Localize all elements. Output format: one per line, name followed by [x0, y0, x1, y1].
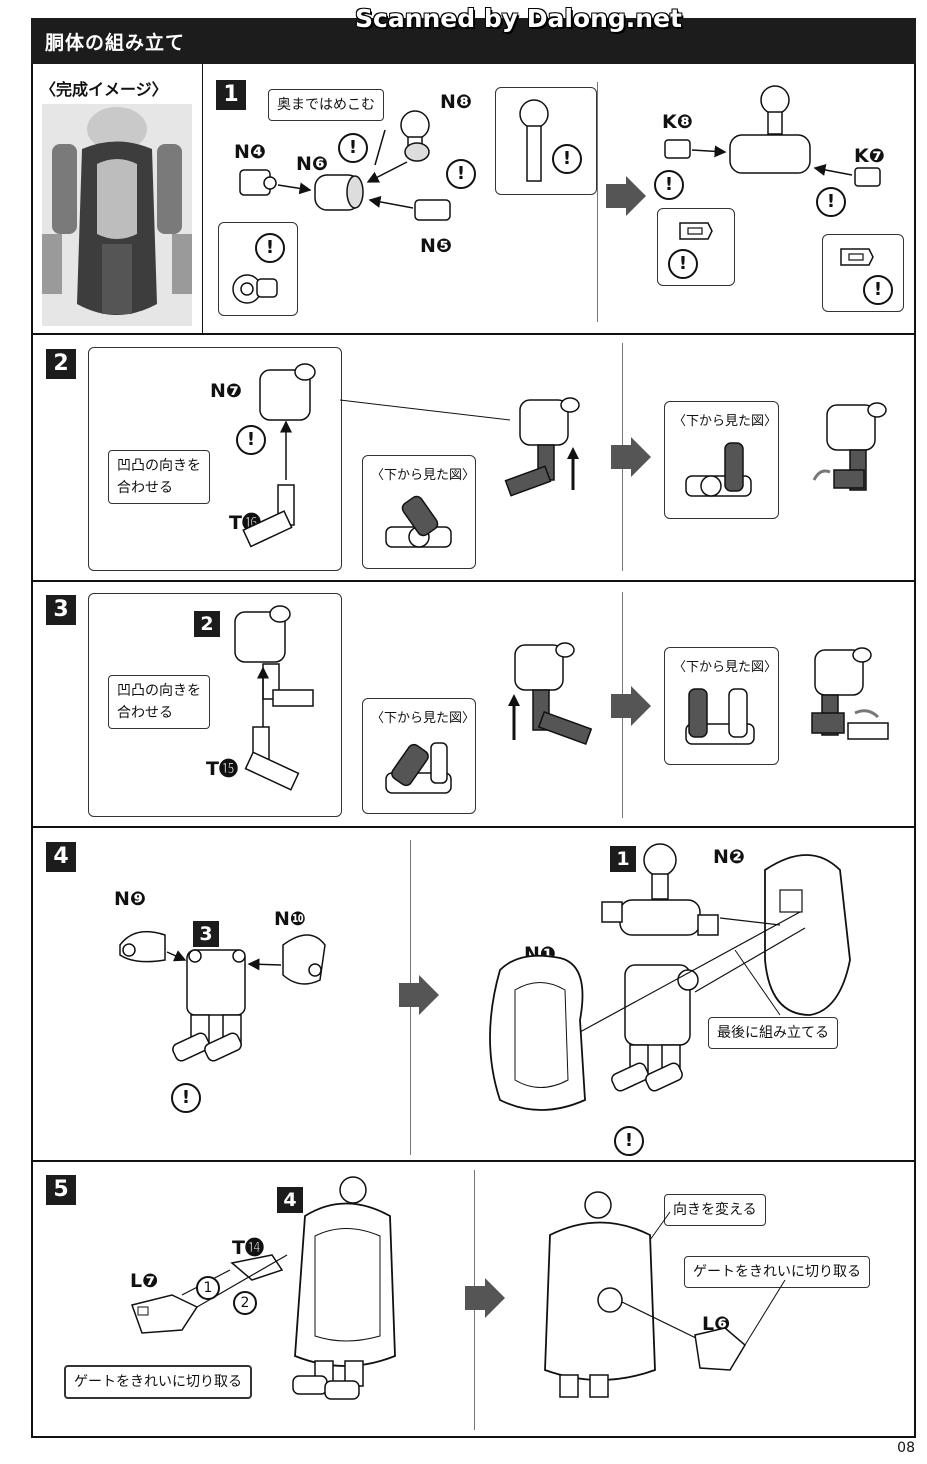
ring-part-icon	[232, 274, 278, 304]
part-label-n2: N❷	[713, 846, 745, 868]
callout-align-notches: 凹凸の向きを 合わせる	[108, 450, 210, 504]
sub-assembly-number: 3	[193, 921, 219, 947]
part-label-n9: N❾	[114, 888, 146, 910]
detail-inset: !	[218, 222, 298, 316]
bottom-view-diagram	[385, 495, 452, 548]
step-number: 3	[46, 595, 76, 625]
bottom-view-diagram	[385, 742, 452, 794]
step2-parts-diagram	[242, 363, 316, 548]
divider	[31, 826, 916, 828]
callout-align-notches: 凹凸の向きを 合わせる	[108, 675, 210, 729]
ball-joint-icon	[519, 99, 549, 182]
callout-cut-gate-cleanly: ゲートをきれいに切り取る	[684, 1256, 870, 1288]
step5-body-diagram	[292, 1176, 396, 1400]
callout-insert-fully: 奥まではめこむ	[268, 89, 384, 121]
step3-rotated-diagram	[811, 647, 889, 740]
completed-figure-image	[42, 104, 192, 326]
warning-icon: !	[338, 133, 368, 163]
next-arrow-icon	[611, 686, 651, 726]
next-arrow-icon	[465, 1278, 505, 1318]
next-arrow-icon	[399, 975, 439, 1015]
bottom-view-diagram	[685, 442, 752, 497]
step1-parts-diagram	[239, 110, 451, 221]
bottom-view-title: 〈下から見た図〉	[371, 711, 476, 726]
bottom-view-inset: 〈下から見た図〉	[362, 455, 476, 569]
step2-result-diagram	[504, 397, 580, 497]
step-number: 5	[46, 1175, 76, 1205]
order-marker: 2	[233, 1291, 257, 1315]
warning-icon: !	[614, 1126, 644, 1156]
bottom-view-title: 〈下から見た図〉	[371, 468, 476, 483]
detail-inset: !	[822, 234, 904, 312]
divider	[597, 82, 598, 322]
part-label-n8: N❽	[440, 91, 472, 113]
callout-assemble-last: 最後に組み立てる	[708, 1017, 838, 1049]
warning-icon: !	[668, 249, 698, 279]
bottom-view-title: 〈下から見た図〉	[673, 414, 778, 429]
page-number: 08	[897, 1440, 915, 1456]
page-title: 胴体の組み立て	[45, 32, 186, 54]
step-number: 4	[46, 842, 76, 872]
step5-parts-diagram	[131, 1254, 288, 1334]
divider	[31, 1160, 916, 1162]
part-label-k7: K❼	[854, 145, 885, 167]
warning-icon: !	[552, 144, 582, 174]
watermark: Scanned by Dalong.net	[355, 4, 683, 33]
warning-icon: !	[236, 425, 266, 455]
warning-icon: !	[816, 187, 846, 217]
bottom-view-inset: 〈下から見た図〉	[664, 647, 779, 765]
divider	[31, 333, 916, 335]
part-label-t14: T⓮	[232, 1237, 264, 1259]
header-bar: 胴体の組み立て	[31, 18, 916, 64]
part-label-k8: K❽	[662, 111, 693, 133]
sub-assembly-number: 2	[194, 611, 220, 637]
sub-assembly-number: 1	[610, 846, 636, 872]
bottom-view-title: 〈下から見た図〉	[673, 660, 778, 675]
part-label-n6: N❻	[296, 153, 328, 175]
step5-result-diagram	[544, 1191, 786, 1398]
completed-image-label: 〈完成イメージ〉	[40, 80, 168, 99]
divider	[31, 580, 916, 582]
step-number: 2	[46, 349, 76, 379]
callout-change-direction: 向きを変える	[664, 1194, 766, 1226]
callout-cut-gate-cleanly: ゲートをきれいに切り取る	[64, 1365, 252, 1399]
part-label-n7: N❼	[210, 380, 242, 402]
step1-result-diagram	[664, 85, 881, 187]
warning-icon: !	[863, 275, 893, 305]
next-arrow-icon	[611, 437, 651, 477]
step2-rotated-diagram	[812, 402, 887, 491]
k-part-detail-icon	[840, 248, 874, 266]
part-label-t15: T⓯	[206, 758, 238, 780]
part-label-n5: N❺	[420, 235, 452, 257]
part-label-n10: N❿	[274, 908, 306, 930]
detail-inset: !	[657, 208, 735, 286]
next-arrow-icon	[606, 176, 646, 216]
step4-parts-diagram	[119, 930, 326, 1062]
step4-assembly-diagram	[489, 843, 851, 1111]
warning-icon: !	[255, 233, 285, 263]
callout-lines	[339, 399, 511, 421]
detail-inset: !	[495, 87, 597, 195]
part-label-l7: L❼	[130, 1270, 159, 1292]
k-part-detail-icon	[679, 222, 713, 240]
bottom-view-diagram	[685, 688, 755, 745]
warning-icon: !	[654, 170, 684, 200]
warning-icon: !	[446, 159, 476, 189]
warning-icon: !	[171, 1083, 201, 1113]
sub-assembly-number: 4	[277, 1187, 303, 1213]
bottom-view-inset: 〈下から見た図〉	[362, 698, 476, 814]
part-label-n4: N❹	[234, 141, 266, 163]
order-marker: 1	[196, 1276, 220, 1300]
step3-parts-diagram	[234, 605, 314, 791]
divider	[202, 64, 203, 333]
bottom-view-inset: 〈下から見た図〉	[664, 401, 779, 519]
step-number: 1	[216, 80, 246, 110]
step3-result-diagram	[508, 642, 593, 746]
